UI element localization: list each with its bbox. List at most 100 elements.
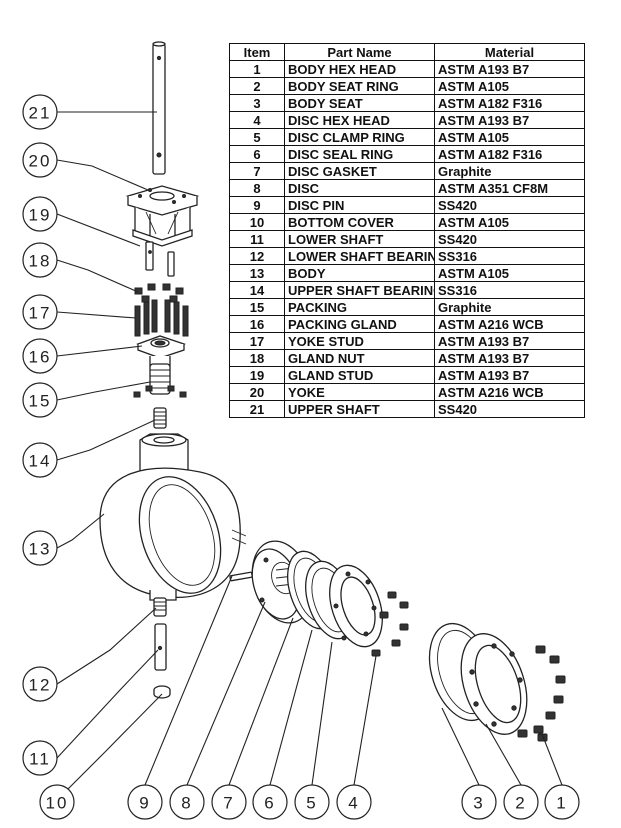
svg-text:20: 20 [29,152,52,171]
svg-text:18: 18 [29,252,52,271]
svg-text:10: 10 [46,794,69,813]
part-name-cell: PACKING [284,298,435,316]
upper-shaft-part [152,41,166,175]
part-name-cell: LOWER SHAFT [284,230,435,248]
balloon-13: 13 [22,530,58,566]
balloon-12: 12 [22,666,58,702]
disc-clamp-ring-part [329,564,383,648]
svg-text:12: 12 [29,676,52,695]
balloon-19: 19 [22,196,58,232]
part-name-cell: UPPER SHAFT BEARING [284,281,435,299]
item-cell: 9 [229,196,285,214]
part-name-cell: YOKE STUD [284,332,435,350]
part-name-cell: DISC HEX HEAD [284,111,435,129]
body-seat-ring-part [460,633,528,735]
balloon-21: 21 [22,94,58,130]
item-cell: 4 [229,111,285,129]
part-name-cell: BODY [284,264,435,282]
disc-hex-heads-part [371,591,409,657]
svg-text:5: 5 [306,794,317,813]
balloon-7: 7 [211,784,247,820]
body-hex-heads-part [517,645,566,742]
material-cell: Graphite [434,298,585,316]
item-cell: 19 [229,366,285,384]
part-name-cell: YOKE [284,383,435,401]
part-name-cell: UPPER SHAFT [284,400,435,418]
material-column-header: Material [434,43,585,61]
part-name-cell: DISC SEAL RING [284,145,435,163]
item-cell: 5 [229,128,285,146]
packing-part [133,363,187,398]
part-name-cell: PACKING GLAND [284,315,435,333]
part-name-cell: BODY SEAT RING [284,77,435,95]
balloon-11: 11 [22,740,58,776]
part-name-cell: DISC PIN [284,196,435,214]
svg-text:6: 6 [264,794,275,813]
material-cell: ASTM A182 F316 [434,94,585,112]
balloon-20: 20 [22,142,58,178]
svg-text:8: 8 [181,794,192,813]
gland-nuts-part [134,283,184,303]
part-name-cell: BODY HEX HEAD [284,60,435,78]
svg-text:7: 7 [223,794,234,813]
part-name-cell: LOWER SHAFT BEARING [284,247,435,265]
item-cell: 6 [229,145,285,163]
balloon-10: 10 [39,784,75,820]
item-cell: 21 [229,400,285,418]
material-cell: ASTM A105 [434,213,585,231]
svg-text:2: 2 [515,794,526,813]
item-cell: 12 [229,247,285,265]
svg-text:11: 11 [29,750,51,769]
part-name-cell: BOTTOM COVER [284,213,435,231]
item-cell: 2 [229,77,285,95]
item-cell: 14 [229,281,285,299]
gland-stud-part [145,241,175,277]
balloon-17: 17 [22,294,58,330]
svg-text:16: 16 [29,348,52,367]
item-cell: 17 [229,332,285,350]
part-name-column-header: Part Name [284,43,435,61]
svg-text:15: 15 [29,392,52,411]
material-cell: ASTM A351 CF8M [434,179,585,197]
material-cell: SS420 [434,196,585,214]
yoke-studs-part [134,299,189,337]
bottom-cover-part [153,685,171,699]
item-cell: 3 [229,94,285,112]
item-cell: 8 [229,179,285,197]
part-name-cell: GLAND STUD [284,366,435,384]
leader-lines [56,111,563,801]
lower-shaft-bearing-part [153,597,167,617]
body-part [99,433,247,601]
material-cell: ASTM A216 WCB [434,315,585,333]
balloon-3: 3 [461,784,497,820]
lower-shaft-part [154,623,167,671]
material-cell: ASTM A105 [434,128,585,146]
svg-text:14: 14 [29,452,52,471]
item-cell: 1 [229,60,285,78]
balloon-6: 6 [252,784,288,820]
balloon-5: 5 [294,784,330,820]
material-cell: ASTM A193 B7 [434,111,585,129]
part-name-cell: DISC GASKET [284,162,435,180]
material-cell: ASTM A216 WCB [434,383,585,401]
balloon-15: 15 [22,382,58,418]
item-cell: 7 [229,162,285,180]
material-cell: ASTM A193 B7 [434,349,585,367]
